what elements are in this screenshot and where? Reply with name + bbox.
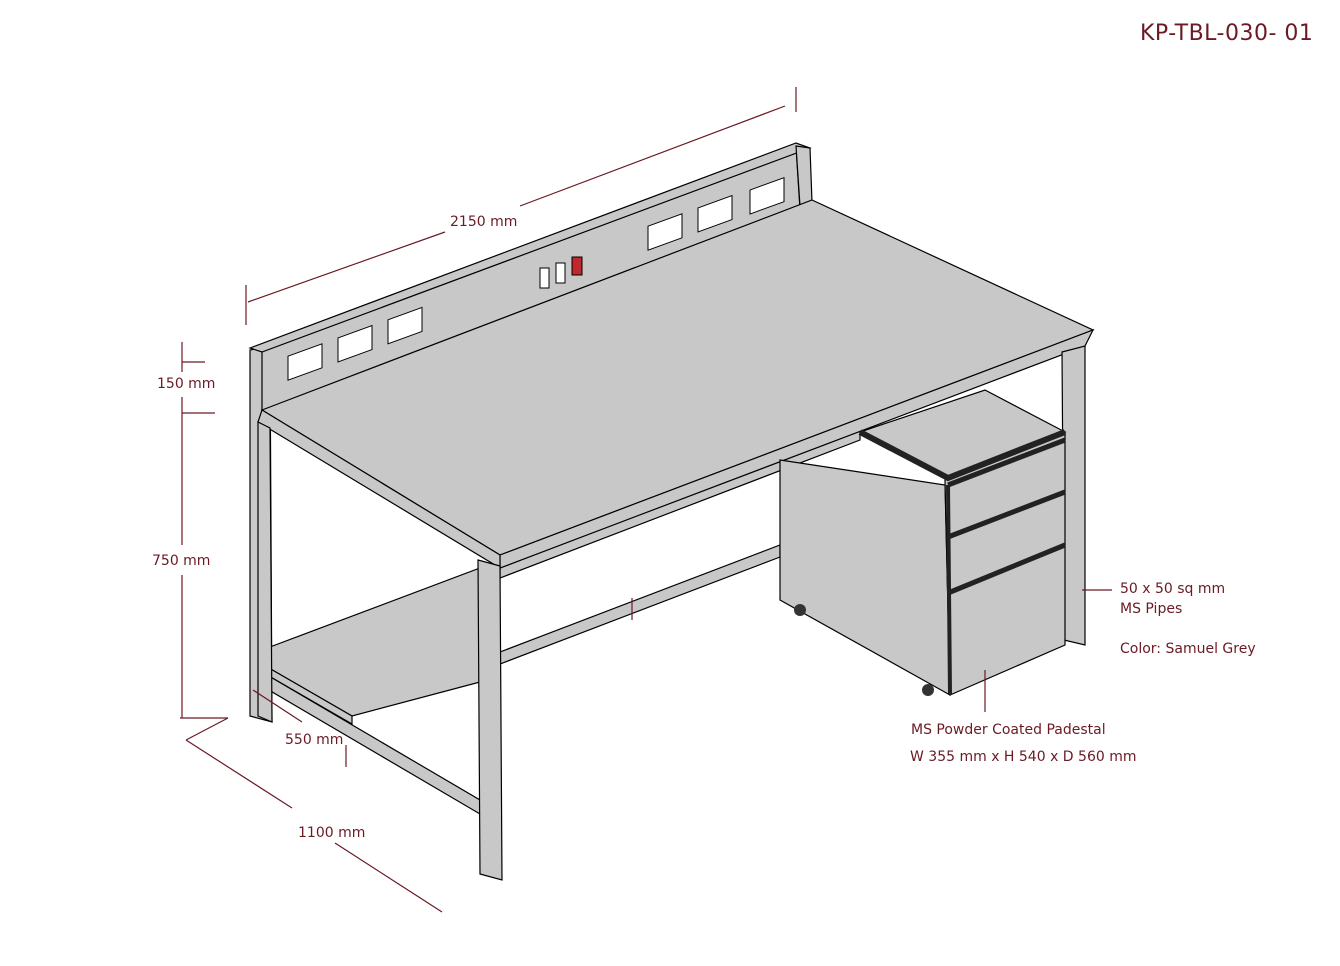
shelf-depth-dimension: 550 mm xyxy=(285,732,344,748)
drawing-code: KP-TBL-030- 01 xyxy=(1140,21,1314,46)
dimension-lines xyxy=(180,87,1112,913)
rear-rail xyxy=(499,544,781,665)
pedestal-size: W 355 mm x H 540 x D 560 mm xyxy=(910,749,1137,765)
length-dimension: 2150 mm xyxy=(450,214,518,230)
front-left-leg xyxy=(477,559,503,881)
pipe-material-note: MS Pipes xyxy=(1120,601,1183,617)
power-sockets xyxy=(287,176,785,381)
color-note: Color: Samuel Grey xyxy=(1120,641,1256,657)
switches xyxy=(539,256,583,289)
pedestal xyxy=(779,389,1067,697)
panel-height-dimension: 150 mm xyxy=(157,376,216,392)
pipe-size-note: 50 x 50 sq mm xyxy=(1120,581,1226,597)
table-depth-dimension: 1100 mm xyxy=(298,825,366,841)
table-height-dimension: 750 mm xyxy=(152,553,211,569)
back-left-leg-front xyxy=(257,421,273,723)
pedestal-title: MS Powder Coated Padestal xyxy=(911,722,1106,738)
